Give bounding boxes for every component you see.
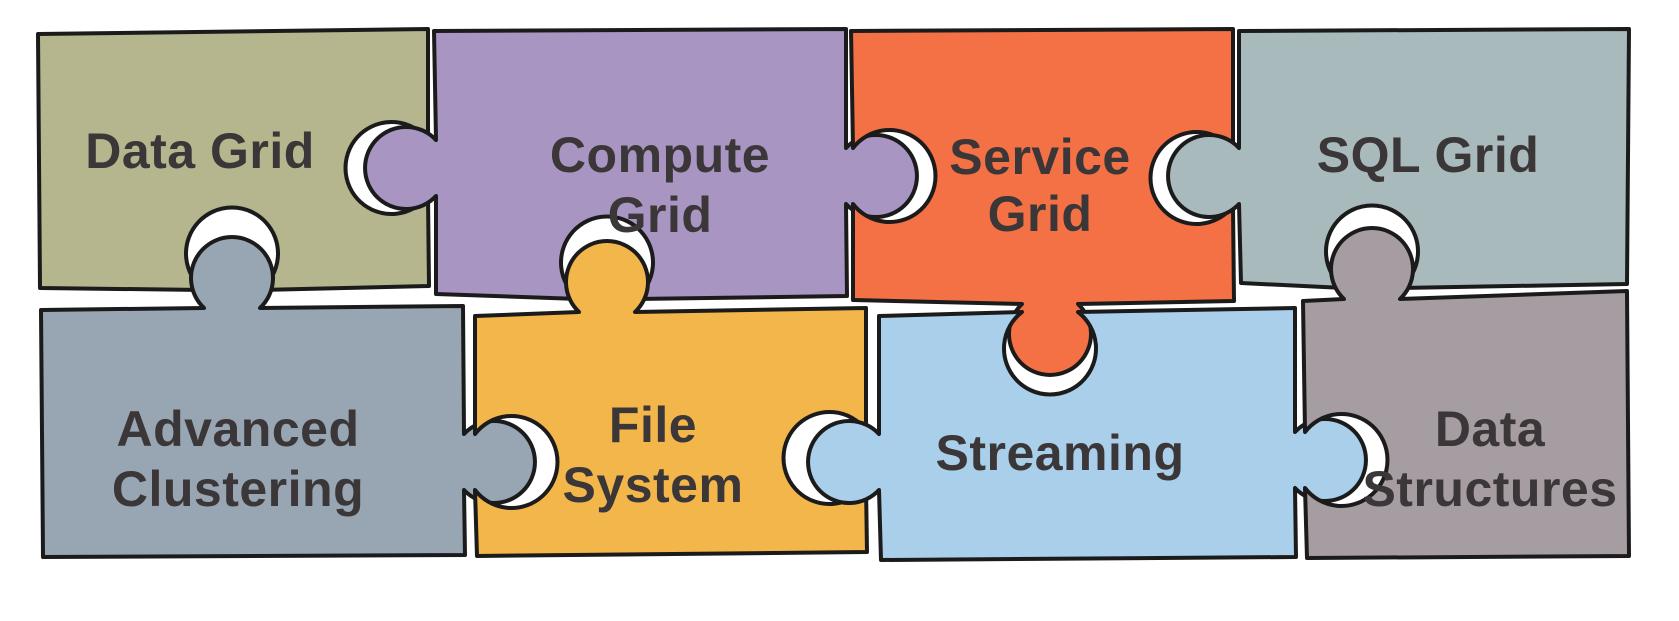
puzzle-piece-streaming bbox=[806, 306, 1368, 562]
label-advanced-clustering-line1: Advanced bbox=[117, 401, 360, 457]
label-file-system-line1: File bbox=[609, 397, 697, 453]
label-service-grid-line1: Service bbox=[949, 129, 1130, 185]
label-data-structures-line1: Data bbox=[1435, 401, 1546, 457]
puzzle-piece-data-grid bbox=[36, 27, 431, 292]
puzzle-piece-advanced-clustering bbox=[39, 235, 537, 559]
puzzle-piece-compute-grid bbox=[363, 27, 919, 301]
label-streaming: Streaming bbox=[935, 425, 1184, 481]
label-advanced-clustering-line2: Clustering bbox=[112, 461, 364, 517]
puzzle-piece-service-grid bbox=[849, 27, 1236, 377]
label-compute-grid-line1: Compute bbox=[550, 127, 770, 183]
label-compute-grid-line2: Grid bbox=[608, 187, 713, 243]
label-file-system-line2: System bbox=[563, 457, 744, 513]
label-service-grid-line2: Grid bbox=[988, 186, 1093, 242]
label-data-grid: Data Grid bbox=[85, 123, 315, 179]
label-sql-grid: SQL Grid bbox=[1317, 127, 1540, 183]
puzzle-piece-file-system bbox=[473, 239, 869, 558]
label-data-structures-line2: Structures bbox=[1362, 461, 1617, 517]
puzzle-piece-data-structures bbox=[1301, 226, 1631, 560]
